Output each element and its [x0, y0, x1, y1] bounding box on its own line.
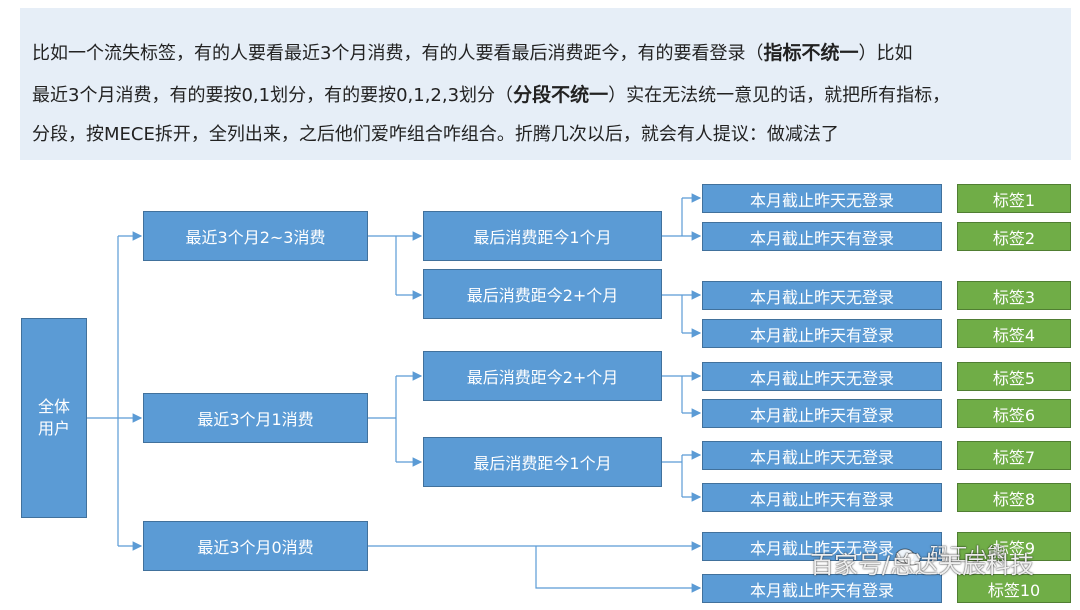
note-text: ）实在无法统一意见的话，就把所有指标， [608, 85, 951, 106]
note-text: ）比如 [858, 43, 913, 64]
tag-8: 标签8 [957, 483, 1071, 512]
note-text: 最近3个月消费，有的要按0,1划分，有的要按0,1,2,3划分（ [32, 85, 514, 106]
note-line-3: 分段，按MECE拆开，全列出来，之后他们爱咋组合咋组合。折腾几次以后，就会有人提… [32, 120, 839, 146]
node-login-none: 本月截止昨天无登录 [702, 281, 942, 310]
wechat-icon [895, 548, 921, 566]
tag-5: 标签5 [957, 362, 1071, 391]
node-login-yes: 本月截止昨天有登录 [702, 483, 942, 512]
node-login-none: 本月截止昨天无登录 [702, 184, 942, 213]
tag-10: 标签10 [957, 574, 1071, 603]
node-login-none: 本月截止昨天无登录 [702, 441, 942, 470]
note-emphasis: 指标不统一 [763, 42, 859, 64]
node-last-1m: 最后消费距今1个月 [423, 437, 662, 487]
root-node-all-users: 全体 用户 [21, 318, 87, 518]
tag-4: 标签4 [957, 319, 1071, 348]
node-last-2plus: 最后消费距今2+个月 [423, 269, 662, 319]
tag-6: 标签6 [957, 399, 1071, 428]
node-recent3m-0: 最近3个月0消费 [143, 521, 368, 571]
note-line-1: 比如一个流失标签，有的人要看最近3个月消费，有的人要看最后消费距今，有的要看登录… [32, 38, 912, 65]
node-login-yes: 本月截止昨天有登录 [702, 222, 942, 251]
node-last-2plus: 最后消费距今2+个月 [423, 351, 662, 401]
tag-7: 标签7 [957, 441, 1071, 470]
tag-1: 标签1 [957, 184, 1071, 213]
root-label: 全体 [37, 397, 70, 416]
node-recent3m-1: 最近3个月1消费 [143, 393, 368, 443]
note-line-2: 最近3个月消费，有的要按0,1划分，有的要按0,1,2,3划分（分段不统一）实在… [32, 80, 950, 107]
watermark-sub: 码工小熊 [930, 544, 1007, 566]
note-text: 比如一个流失标签，有的人要看最近3个月消费，有的人要看最后消费距今，有的要看登录… [32, 43, 764, 64]
node-login-none: 本月截止昨天无登录 [702, 532, 942, 561]
tag-9: 标签9 [957, 532, 1071, 561]
node-last-1m: 最后消费距今1个月 [423, 211, 662, 261]
note-text: 分段，按MECE拆开，全列出来，之后他们爱咋组合咋组合。折腾几次以后，就会有人提… [32, 124, 839, 145]
watermark-main: 百家号/总达天辰科技 [810, 551, 1035, 579]
node-login-yes: 本月截止昨天有登录 [702, 399, 942, 428]
root-label: 用户 [37, 419, 70, 438]
tag-2: 标签2 [957, 222, 1071, 251]
node-login-yes: 本月截止昨天有登录 [702, 319, 942, 348]
note-emphasis: 分段不统一 [513, 84, 609, 106]
node-login-none: 本月截止昨天无登录 [702, 362, 942, 391]
node-recent3m-2to3: 最近3个月2~3消费 [143, 211, 368, 261]
note-panel [20, 8, 1071, 160]
node-login-yes: 本月截止昨天有登录 [702, 574, 942, 603]
tag-3: 标签3 [957, 281, 1071, 310]
